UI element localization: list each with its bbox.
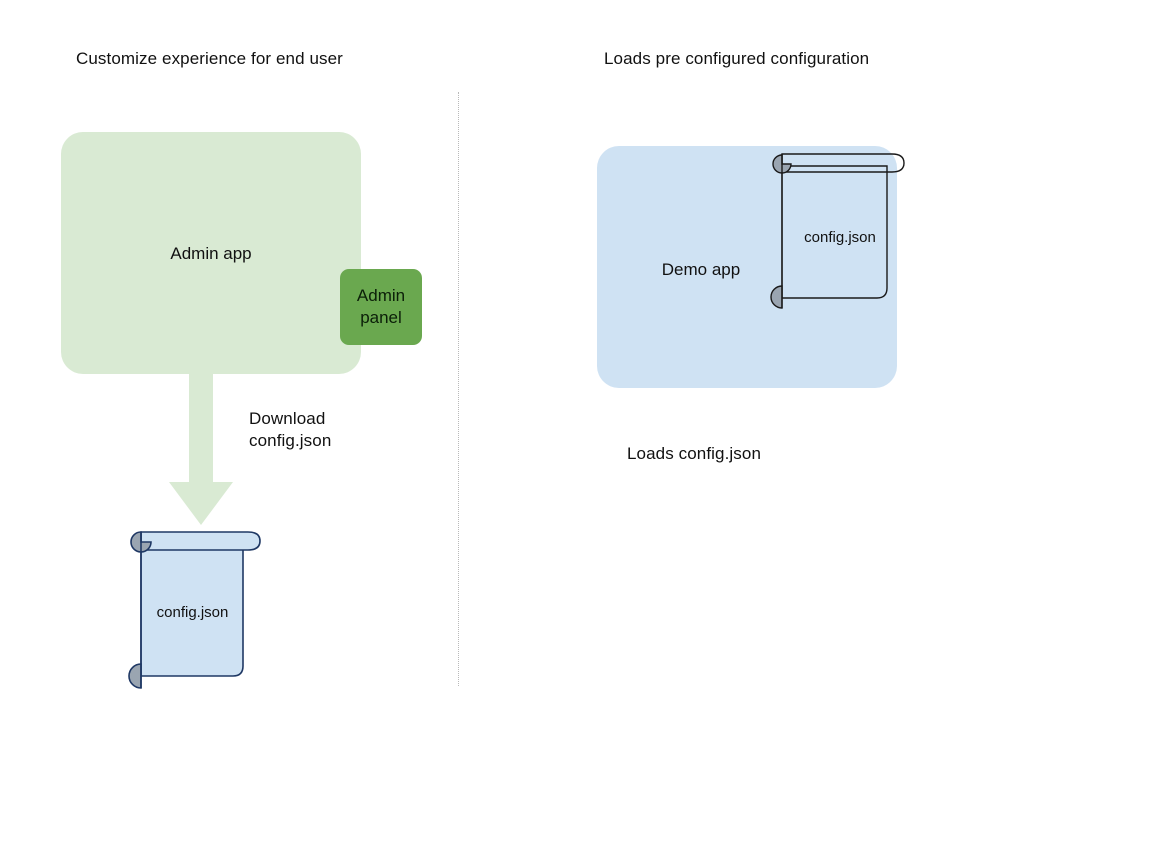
admin-app-label: Admin app — [170, 244, 252, 263]
config-json-document-left[interactable]: config.json — [120, 528, 265, 690]
download-arrow-label: Download config.json — [249, 409, 332, 450]
loads-config-caption: Loads config.json — [627, 444, 762, 463]
column-divider — [458, 92, 459, 686]
config-json-label-left: config.json — [156, 604, 229, 621]
admin-panel-label: Admin panel — [356, 286, 406, 327]
scroll-document-icon — [128, 531, 261, 689]
arrow-down-icon — [169, 370, 233, 525]
demo-app-label: Demo app — [661, 260, 741, 279]
scroll-document-icon — [770, 153, 905, 309]
demo-app-box[interactable]: Demo app — [597, 146, 897, 388]
admin-app-box[interactable]: Admin app Admin panel — [61, 132, 422, 374]
download-arrow — [168, 370, 234, 528]
left-column-heading: Customize experience for end user — [76, 49, 343, 68]
right-column-heading: Loads pre configured configuration — [604, 49, 870, 68]
config-json-label-right: config.json — [804, 229, 876, 246]
admin-panel-chip[interactable]: Admin panel — [340, 269, 422, 345]
config-json-document-right[interactable]: config.json — [770, 152, 910, 309]
